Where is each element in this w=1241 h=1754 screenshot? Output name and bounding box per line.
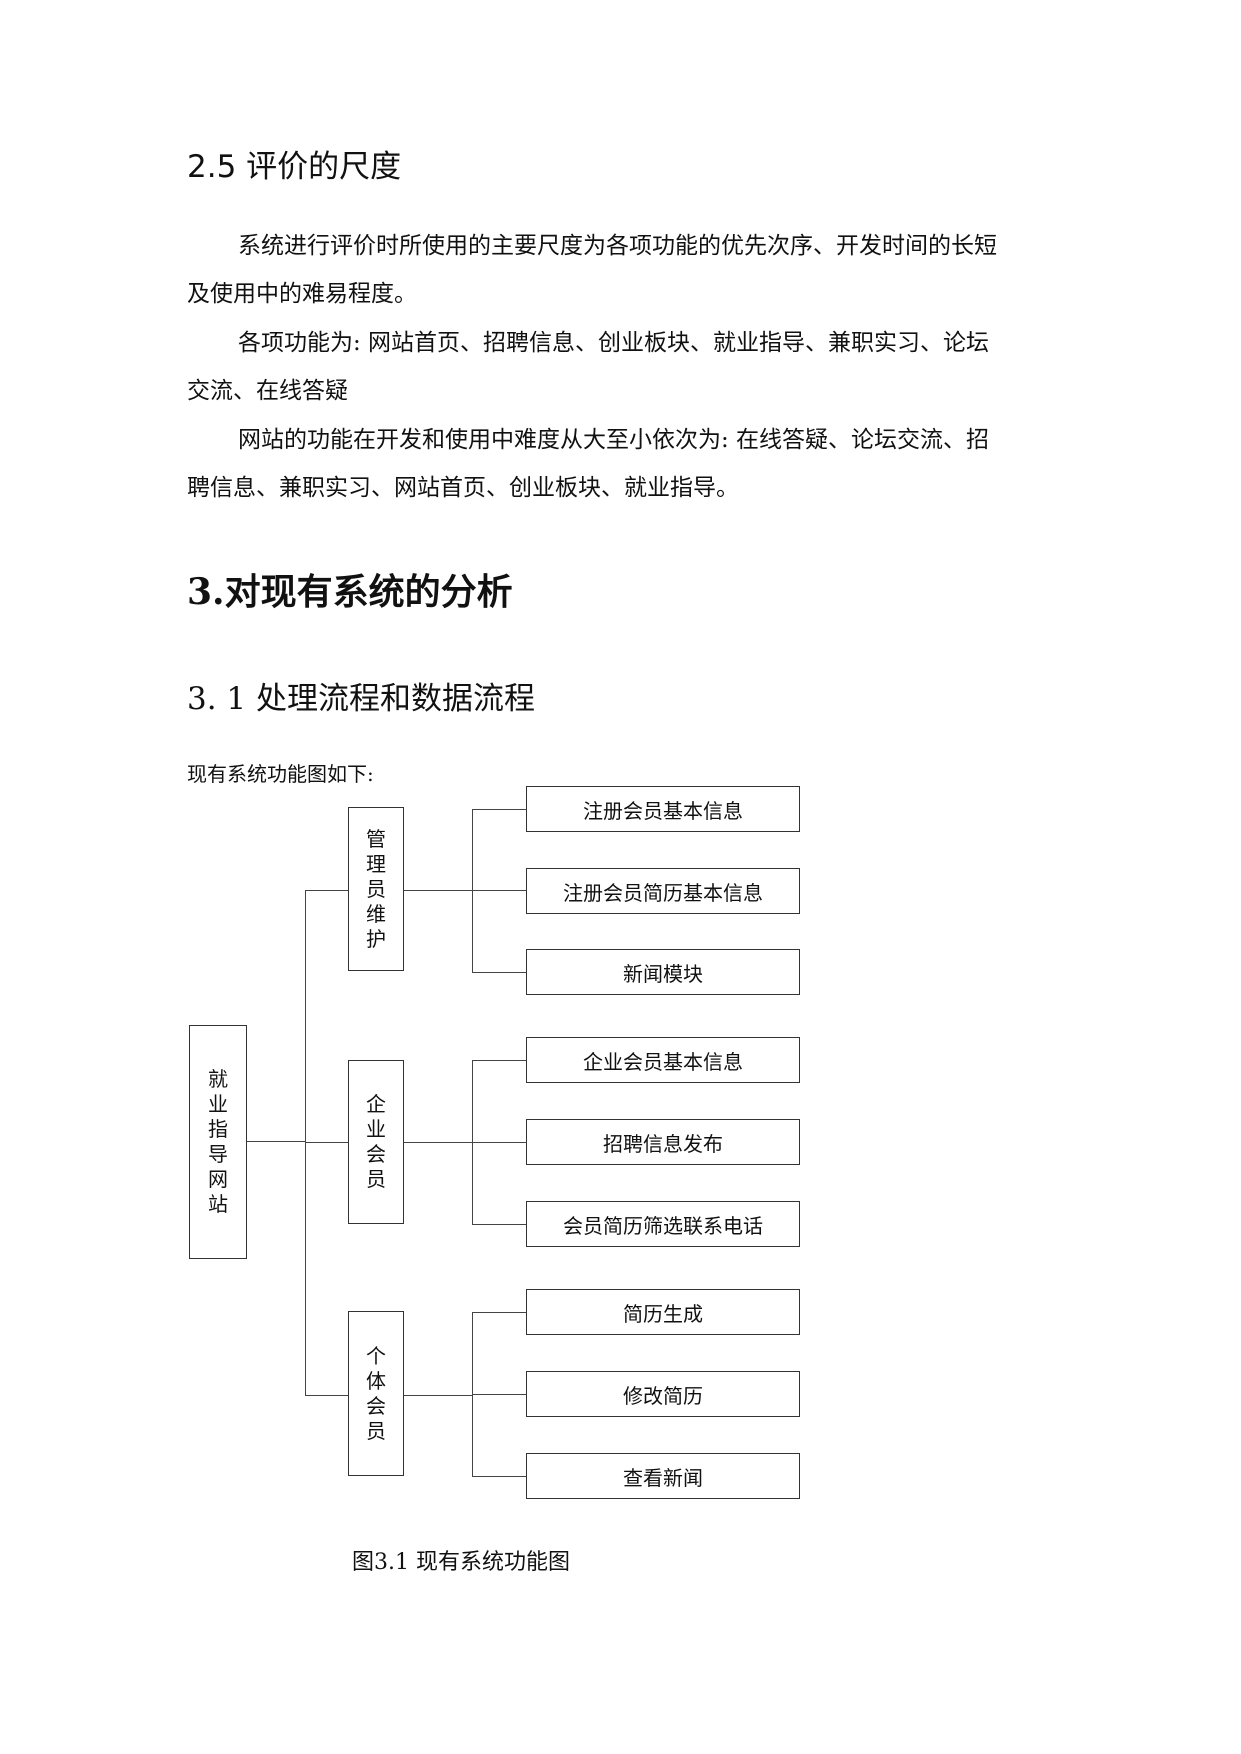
group-char: 护 [366,926,386,951]
root-char: 业 [208,1092,228,1116]
root-char: 指 [208,1117,228,1141]
group-char: 个 [366,1343,386,1368]
section-3-heading: 3.对现有系统的分析 [187,571,513,613]
connector-item-3-3 [472,1476,526,1477]
root-char: 导 [208,1142,228,1166]
group-char: 会 [366,1142,386,1166]
group-char: 业 [366,1117,386,1141]
group-node-enterprise: 企 业 会 员 [348,1060,404,1224]
paragraph-2-line-2: 交流、在线答疑 [187,378,348,404]
group-node-admin: 管 理 员 维 护 [348,807,404,971]
group-node-individual: 个 体 会 员 [348,1311,404,1476]
paragraph-2-line-1: 各项功能为: 网站首页、招聘信息、创业板块、就业指导、兼职实习、论坛 [238,330,990,356]
root-char: 站 [208,1192,228,1216]
connector-group-2 [404,1142,472,1143]
connector-item-1-2 [472,890,526,891]
paragraph-3-line-1: 网站的功能在开发和使用中难度从大至小依次为: 在线答疑、论坛交流、招 [238,427,990,453]
connector-branch-3 [305,1395,348,1396]
item-node: 招聘信息发布 [526,1119,800,1165]
connector-item-3-2 [472,1394,526,1395]
paragraph-1-line-1: 系统进行评价时所使用的主要尺度为各项功能的优先次序、开发时间的长短 [238,233,997,259]
section-2-5-heading: 2.5 评价的尺度 [187,149,402,185]
item-node: 注册会员基本信息 [526,786,800,832]
connector-branch-2 [305,1142,348,1143]
group-char: 员 [366,876,386,901]
item-node: 注册会员简历基本信息 [526,868,800,914]
section-3-1-heading: 3. 1 处理流程和数据流程 [187,681,536,717]
paragraph-3-line-2: 聘信息、兼职实习、网站首页、创业板块、就业指导。 [187,475,739,501]
connector-item-2-2 [472,1142,526,1143]
connector-item-3-1 [472,1312,526,1313]
group-char: 理 [366,851,386,876]
figure-caption: 图3.1 现有系统功能图 [352,1550,570,1575]
item-node: 查看新闻 [526,1453,800,1499]
group-char: 会 [366,1393,386,1418]
connector-item-1-1 [472,809,526,810]
item-node: 新闻模块 [526,949,800,995]
item-node: 简历生成 [526,1289,800,1335]
group-char: 企 [366,1092,386,1116]
item-node: 会员简历筛选联系电话 [526,1201,800,1247]
root-char: 网 [208,1167,228,1191]
group-char: 体 [366,1368,386,1393]
root-node: 就 业 指 导 网 站 [189,1025,247,1259]
group-char: 员 [366,1418,386,1443]
connector-root [247,1141,305,1142]
connector-group-1 [404,890,472,891]
root-char: 就 [208,1067,228,1091]
group-char: 维 [366,901,386,926]
connector-item-2-3 [472,1224,526,1225]
connector-item-1-3 [472,972,526,973]
item-node: 企业会员基本信息 [526,1037,800,1083]
connector-branch-1 [305,890,348,891]
diagram-intro: 现有系统功能图如下: [187,762,374,786]
item-node: 修改简历 [526,1371,800,1417]
connector-item-2-1 [472,1060,526,1061]
group-char: 员 [366,1167,386,1191]
paragraph-1-line-2: 及使用中的难易程度。 [187,281,417,307]
group-char: 管 [366,826,386,851]
connector-group-3 [404,1395,472,1396]
connector-trunk [305,890,306,1396]
